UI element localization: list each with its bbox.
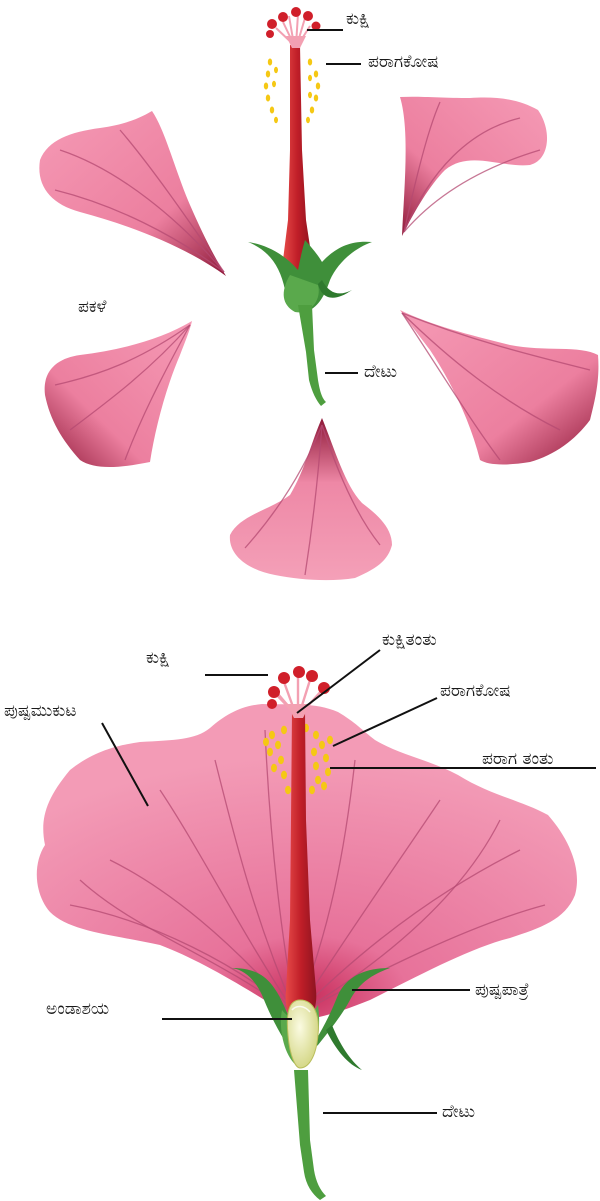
style-label: ಕುಕ್ಷಿತಂತು: [382, 630, 437, 650]
pedicel-label-top: ದೇಟು: [364, 362, 397, 382]
anther-label-bottom: ಪರಾಗಕೋಷ: [440, 681, 511, 701]
bottom-diagram: ಕುಕ್ಷಿ ಕುಕ್ಷಿತಂತು ಪುಷ್ಪಮುಕುಟ ಪರಾಗಕೋಷ ಪರಾ…: [4, 630, 596, 1200]
corolla-label: ಪುಷ್ಪಮುಕುಟ: [4, 701, 76, 721]
stigma-top: [266, 7, 321, 48]
calyx-top: [248, 240, 372, 312]
petal-middle-left: [45, 321, 192, 467]
anther-label-top: ಪರಾಗಕೋಷ: [368, 52, 439, 72]
ovary-label: ಅಂಡಾಶಯ: [46, 999, 109, 1019]
pedicel-label-bottom: ದೇಟು: [442, 1102, 475, 1122]
stigma-label-bottom: ಕುಕ್ಷಿ: [146, 648, 170, 668]
stem-top: [298, 305, 326, 406]
petal-bottom: [230, 418, 392, 580]
stigma-label-top: ಕುಕ್ಷಿ: [346, 9, 370, 29]
petal-upper-right: [400, 97, 547, 236]
stem-bottom: [294, 1070, 326, 1200]
petal-upper-left: [39, 111, 226, 276]
filament-label: ಪರಾಗ ತಂತು: [482, 749, 553, 769]
petals-label: ಪಕಳೆ: [78, 297, 107, 317]
top-diagram: ಕುಕ್ಷಿ ಪರಾಗಕೋಷ ಪಕಳೆ ದೇಟು: [39, 7, 598, 580]
ovary: [287, 1000, 318, 1068]
calyx-label: ಪುಷ್ಪಪಾತ್ರೆ: [475, 980, 529, 1000]
petal-middle-right: [400, 310, 598, 464]
